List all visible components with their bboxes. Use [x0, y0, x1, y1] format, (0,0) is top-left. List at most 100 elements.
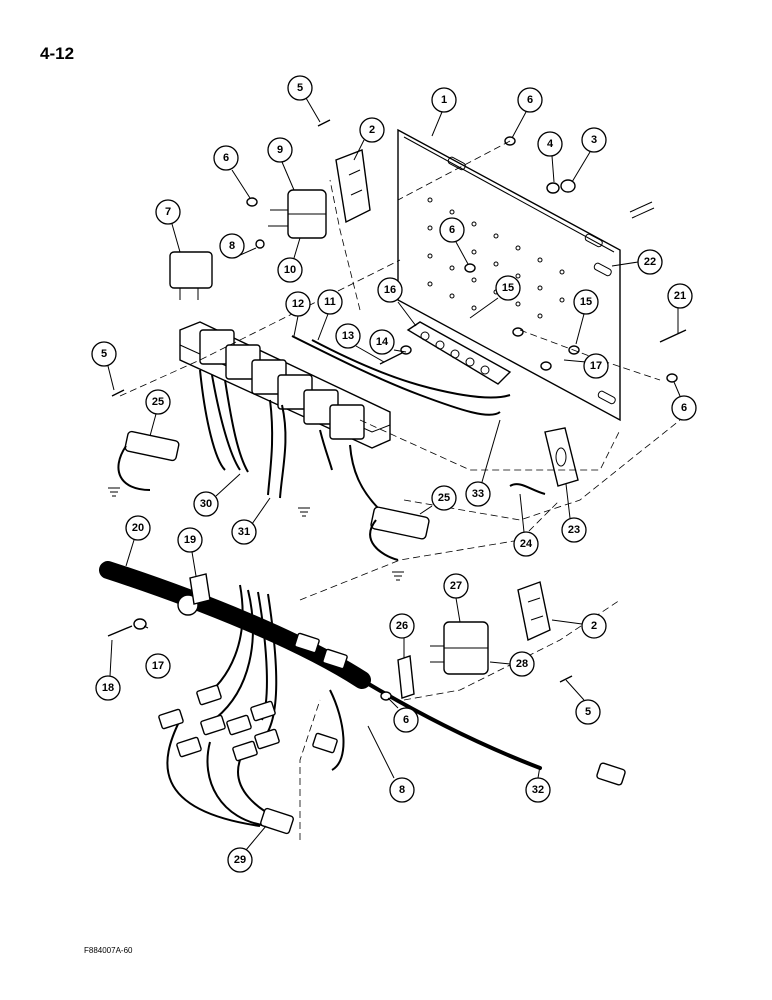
callout-21: [667, 283, 693, 309]
callout-29: [227, 847, 253, 873]
callout-17-right-label: 17: [590, 360, 602, 372]
callout-5-lower-label: 5: [585, 706, 591, 718]
callout-10: [277, 257, 303, 283]
callout-12: [285, 291, 311, 317]
callout-32-label: 32: [532, 784, 544, 796]
callout-14-label: 14: [376, 336, 389, 348]
callout-20-label: 20: [132, 522, 144, 534]
callout-18-label: 18: [102, 682, 114, 694]
callout-25-left-label: 25: [152, 396, 164, 408]
callout-11: [317, 289, 343, 315]
callout-15-right-label: 15: [580, 296, 592, 308]
callout-31-label: 31: [238, 526, 250, 538]
callout-30-label: 30: [200, 498, 212, 510]
callout-23-label: 23: [568, 524, 580, 536]
bracket-lower: [517, 581, 551, 642]
callout-6-left: [213, 145, 239, 171]
callout-1: [431, 87, 457, 113]
page-number: 4-12: [40, 44, 75, 63]
callout-15-right: [573, 289, 599, 315]
callout-6-plate-label: 6: [449, 224, 455, 236]
callout-2-upper: [359, 117, 385, 143]
callout-13-label: 13: [342, 330, 354, 342]
callout-8-upper-label: 8: [229, 240, 235, 252]
callout-29-label: 29: [234, 854, 246, 866]
callout-33-label: 33: [472, 488, 484, 500]
callout-8-upper: [219, 233, 245, 259]
callout-5-top: [287, 75, 313, 101]
callout-23: [561, 517, 587, 543]
callout-19: [177, 527, 203, 553]
callout-24: [513, 531, 539, 557]
callout-5-left: [91, 341, 117, 367]
callout-28-label: 28: [516, 658, 528, 670]
callout-4: [537, 131, 563, 157]
callout-1-label: 1: [441, 94, 447, 106]
ground-symbols: [108, 487, 404, 581]
fastener-top-right: [397, 136, 655, 219]
callout-27-label: 27: [450, 580, 462, 592]
callout-2-upper-label: 2: [369, 124, 375, 136]
callout-19-label: 19: [184, 534, 196, 546]
callout-2-lower-label: 2: [591, 620, 597, 632]
callout-25-left: [145, 389, 171, 415]
callout-14: [369, 329, 395, 355]
callout-6-right-label: 6: [681, 402, 687, 414]
callout-33: [465, 481, 491, 507]
terminal-strip: [406, 321, 512, 385]
callout-25-right: [431, 485, 457, 511]
grommet-and-strap: [509, 427, 579, 495]
fuse-holder-left: [117, 430, 180, 491]
bolts: [107, 119, 687, 683]
callout-26-label: 26: [396, 620, 408, 632]
callout-20: [125, 515, 151, 541]
callout-17-left: [145, 653, 171, 679]
callout-28: [509, 651, 535, 677]
callout-26: [389, 613, 415, 639]
callout-18: [95, 675, 121, 701]
harness-clip: [380, 655, 415, 701]
callout-24-label: 24: [520, 538, 533, 550]
callout-13: [335, 323, 361, 349]
wires-11-12: [291, 335, 511, 416]
callout-4-label: 4: [547, 138, 554, 150]
callout-9: [267, 137, 293, 163]
callout-21-label: 21: [674, 290, 686, 302]
callout-5-left-label: 5: [101, 348, 107, 360]
loose-relay: [169, 251, 213, 300]
callout-22-label: 22: [644, 256, 656, 268]
callout-2-lower: [581, 613, 607, 639]
circuit-breaker-upper: [268, 189, 327, 239]
mounting-plate: [397, 128, 621, 422]
relay-bank: [179, 321, 391, 511]
callout-9-label: 9: [277, 144, 283, 156]
callout-6-right: [671, 395, 697, 421]
callout-6-left-label: 6: [223, 152, 229, 164]
callout-11-label: 11: [324, 296, 336, 308]
bracket-upper: [335, 149, 371, 224]
callout-15-mid-label: 15: [502, 282, 514, 294]
harness-connectors: [158, 632, 626, 835]
figure-code: F884007A-60: [84, 946, 133, 955]
callout-22: [637, 249, 663, 275]
callout-31: [231, 519, 257, 545]
callout-8-lower: [389, 777, 415, 803]
callouts: 1 2 2 3 4 5 5 5 6 6 6 6: [91, 75, 697, 873]
callout-5-lower: [575, 699, 601, 725]
callout-32: [525, 777, 551, 803]
callout-27: [443, 573, 469, 599]
callout-16-label: 16: [384, 284, 396, 296]
callout-7: [155, 199, 181, 225]
callout-8-lower-label: 8: [399, 784, 405, 796]
callout-25-right-label: 25: [438, 492, 450, 504]
callout-30: [193, 491, 219, 517]
callout-6-plate: [439, 217, 465, 243]
callout-10-label: 10: [284, 264, 296, 276]
callout-3-label: 3: [591, 134, 597, 146]
callout-16: [377, 277, 403, 303]
callout-7-label: 7: [165, 206, 171, 218]
callout-15-mid: [495, 275, 521, 301]
callout-17-right: [583, 353, 609, 379]
callout-17-left-label: 17: [152, 660, 164, 672]
